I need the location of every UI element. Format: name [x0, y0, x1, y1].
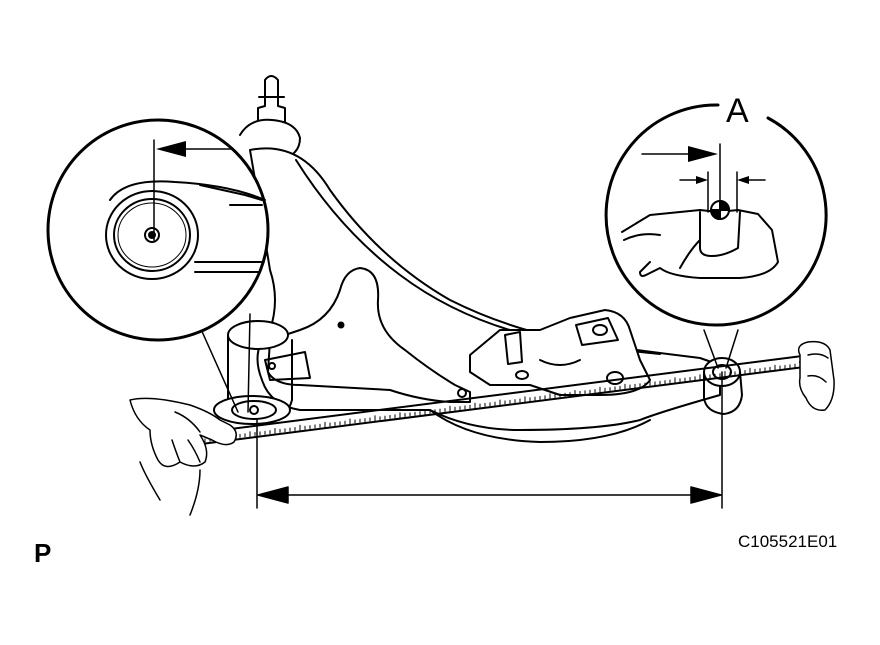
- lower-arm-body: [250, 148, 720, 442]
- view-code-label: P: [34, 538, 52, 568]
- right-hand: [799, 342, 834, 411]
- dimension-lines: [257, 372, 722, 508]
- front-bushing: [214, 321, 292, 424]
- figure-code-label: C105521E01: [738, 532, 838, 551]
- left-detail-circle: [48, 120, 268, 340]
- right-detail-circle: [606, 105, 826, 325]
- detail-leaders: [196, 314, 738, 412]
- left-hand: [130, 398, 236, 515]
- detail-marker-label: A: [726, 92, 749, 130]
- ball-joint-stud: [240, 76, 300, 160]
